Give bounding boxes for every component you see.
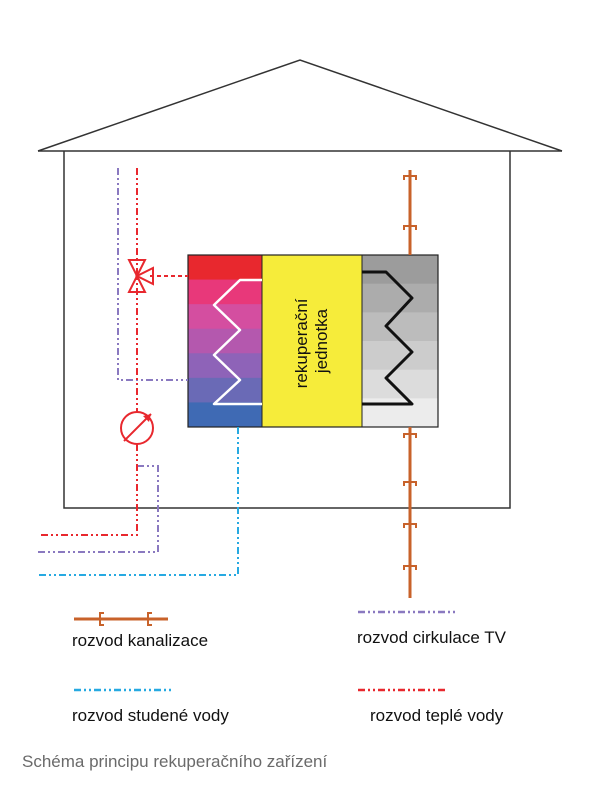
warm-stripe [188,402,262,428]
sewer-joint [403,523,417,528]
three-way-valve-icon [127,259,154,293]
sewer-joint [403,565,417,570]
legend-circulation-label: rozvod cirkulace TV [357,628,507,647]
cold-water-pipe [38,427,239,576]
cool-stripe [362,312,438,342]
unit-label-line1: rekuperační [292,298,311,388]
sewer-joint [403,225,417,230]
warm-stripe [188,328,262,354]
flow-meter-icon [120,411,154,445]
warm-stripe [188,279,262,305]
circulation-pipe [117,168,188,381]
legend-sewer-symbol [74,612,168,626]
sewer-stack [403,170,417,598]
warm-stripe [188,255,262,281]
cool-stripe [362,255,438,285]
unit-frame [187,254,439,428]
legend-sewer-label: rozvod kanalizace [72,631,208,650]
unit-center-section [262,255,362,427]
unit-warm-section [188,255,262,428]
unit-label: rekuperační jednotka [292,294,331,389]
sewer-joint [403,481,417,486]
cool-stripe [362,283,438,313]
unit-label-line2: jednotka [312,308,331,374]
cool-coil [362,270,414,406]
house-roof [37,59,563,152]
legend-hot-water-label: rozvod teplé vody [370,706,504,725]
legend-cold-water-label: rozvod studené vody [72,706,229,725]
house-walls [63,151,511,509]
figure-caption: Schéma principu rekuperačního zařízení [22,752,328,771]
hot-water-pipe-lower [38,444,138,536]
warm-stripe [188,377,262,403]
sewer-joint [403,433,417,438]
circulation-pipe-lower [38,465,159,553]
cool-stripe [362,369,438,399]
legend: rozvod kanalizace rozvod cirkulace TV ro… [72,610,507,725]
recuperation-unit: rekuperační jednotka [187,254,439,428]
sewer-joint [403,175,417,180]
warm-coil [212,278,262,406]
